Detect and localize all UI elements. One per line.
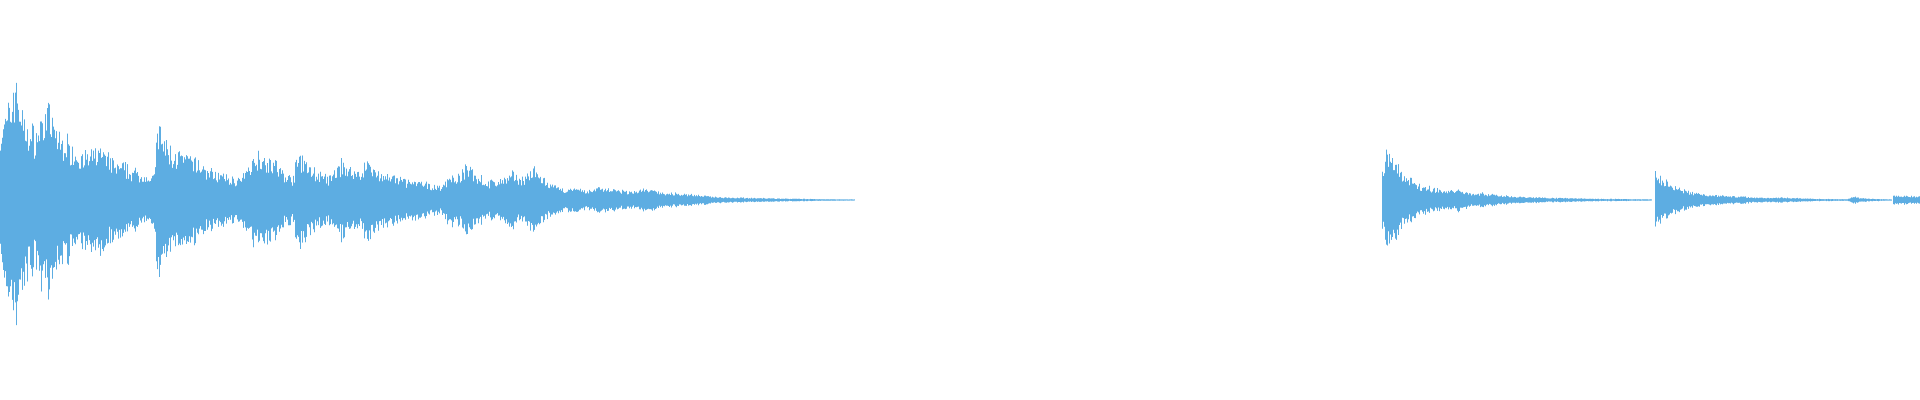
waveform-clip-2 bbox=[1382, 149, 1652, 246]
waveform-path bbox=[1382, 149, 1652, 246]
waveform-path bbox=[0, 82, 855, 326]
waveform-path bbox=[1655, 171, 1892, 227]
waveform-clips bbox=[0, 82, 1920, 326]
waveform-clip-4 bbox=[1893, 195, 1920, 205]
waveform-clip-3 bbox=[1655, 171, 1892, 227]
waveform-clip-1 bbox=[0, 82, 855, 326]
